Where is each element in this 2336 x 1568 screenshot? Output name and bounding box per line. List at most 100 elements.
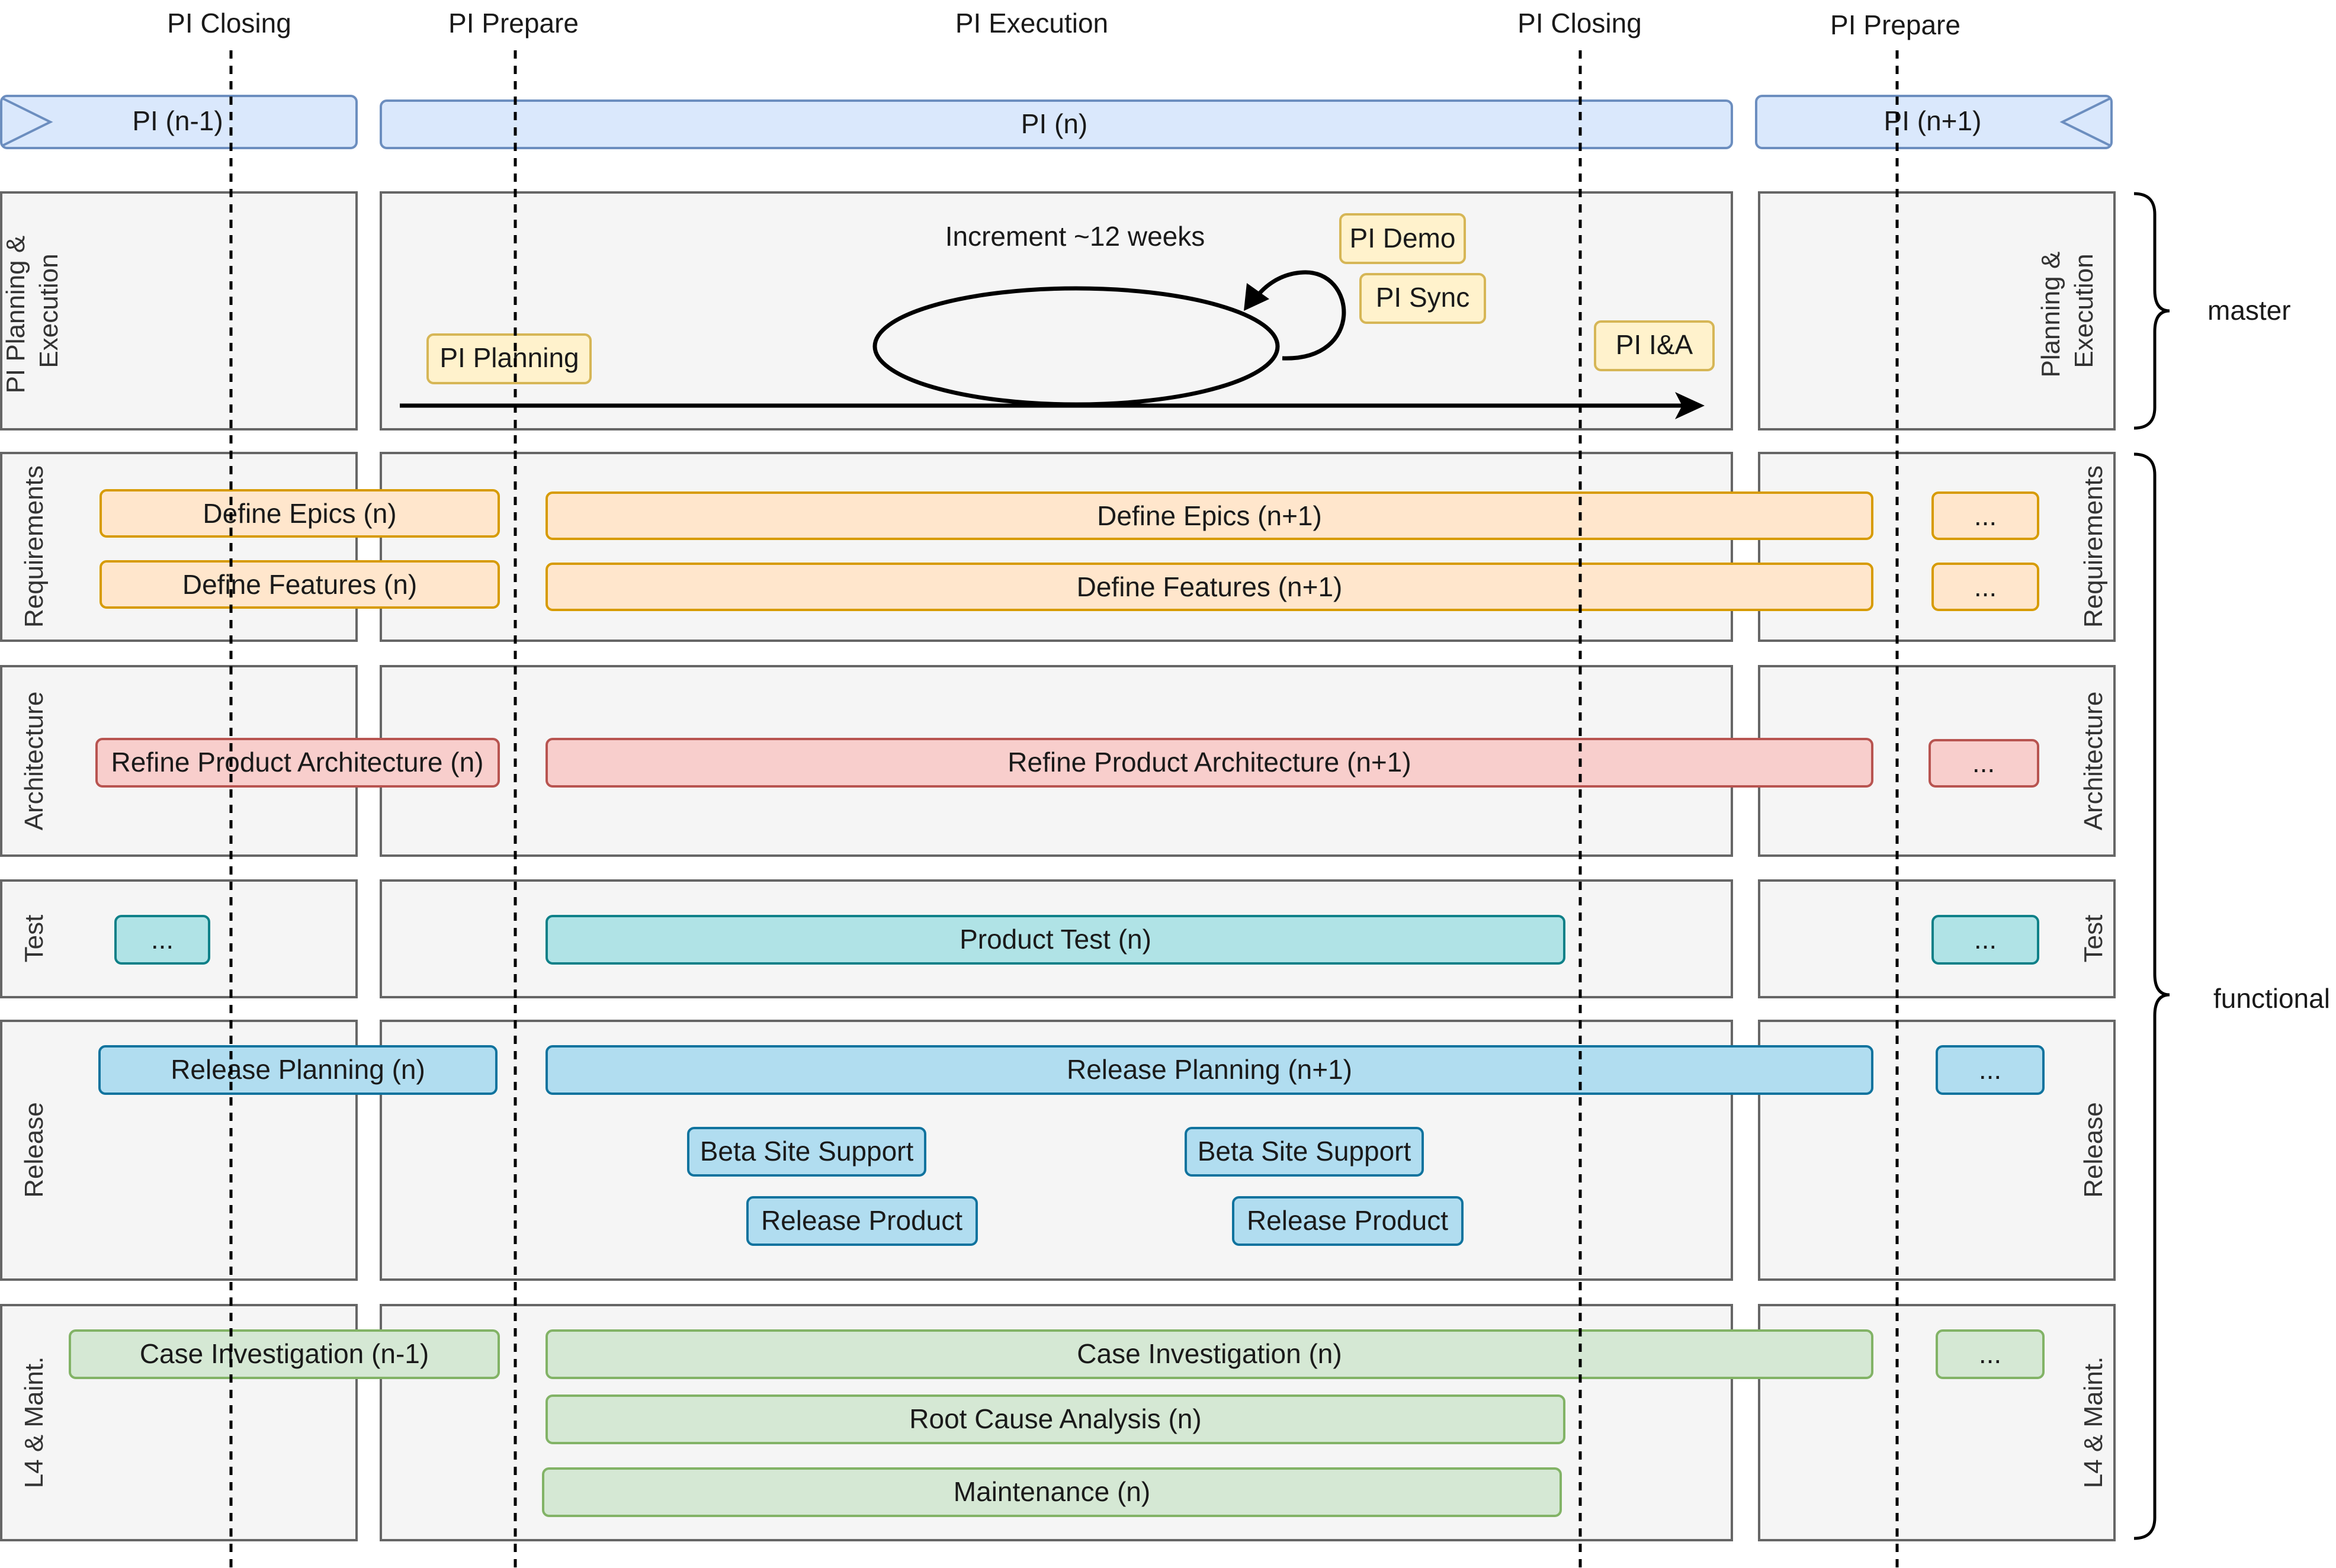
- task-label-release-planning-more: ...: [1979, 1054, 2001, 1085]
- task-define-features-n1[interactable]: [546, 563, 1873, 611]
- task-define-epics-n1[interactable]: [546, 491, 1873, 540]
- increment-start-marker: [2, 97, 53, 147]
- task-test-prev[interactable]: [114, 915, 210, 965]
- maintenance-tasks: [69, 1329, 2045, 1517]
- task-label-maintenance-n: Maintenance (n): [954, 1476, 1150, 1507]
- lane-label-planning-right: Planning & Execution: [2036, 244, 2098, 377]
- release-task-labels: Release Planning (n) Release Planning (n…: [171, 1054, 2001, 1236]
- lane-requirements-col-current: [380, 452, 1733, 642]
- task-define-features-more[interactable]: [1931, 563, 2039, 611]
- lane-planning-col-current: [380, 191, 1733, 430]
- task-case-investigation-n-1[interactable]: [69, 1329, 500, 1379]
- task-label-define-features-n1: Define Features (n+1): [1077, 571, 1343, 602]
- task-label-test-more: ...: [1974, 924, 1997, 955]
- task-label-define-features-n: Define Features (n): [182, 569, 417, 600]
- requirements-tasks: [100, 489, 2039, 611]
- event-pi-planning[interactable]: [426, 333, 592, 384]
- task-label-define-epics-n: Define Epics (n): [203, 498, 396, 529]
- task-label-case-investigation-n: Case Investigation (n): [1077, 1338, 1342, 1369]
- architecture-task-labels: Refine Product Architecture (n) Refine P…: [111, 747, 1995, 778]
- event-label-pi-sync: PI Sync: [1376, 282, 1470, 313]
- iteration-loop-arrow: [1249, 270, 1346, 361]
- phase-headers: PI Closing PI Prepare PI Execution PI Cl…: [167, 8, 1960, 40]
- brace-functional: [2133, 452, 2170, 1540]
- task-label-product-test-n: Product Test (n): [960, 924, 1151, 955]
- timeline-arrowhead: [1675, 392, 1705, 419]
- event-label-pi-planning: PI Planning: [439, 342, 579, 373]
- lane-label-test-right: Test: [2079, 915, 2108, 963]
- task-define-epics-n[interactable]: [100, 489, 500, 538]
- task-refine-arch-n1[interactable]: [546, 738, 1873, 788]
- lane-requirements-col-next: [1758, 452, 2116, 642]
- task-label-root-cause-analysis-n: Root Cause Analysis (n): [909, 1403, 1201, 1434]
- task-refine-arch-n[interactable]: [95, 738, 500, 788]
- lane-labels-left: PI Planning & Execution Requirements Arc…: [1, 236, 63, 1488]
- increment-duration-label: Increment ~12 weeks: [945, 221, 1205, 252]
- task-label-refine-arch-more: ...: [1972, 747, 1995, 778]
- maintenance-task-labels: Case Investigation (n-1) Case Investigat…: [140, 1338, 2001, 1507]
- task-refine-arch-more[interactable]: [1929, 739, 2039, 788]
- task-define-features-n[interactable]: [100, 560, 500, 609]
- group-label-master: master: [2207, 295, 2291, 326]
- event-label-pi-ia: PI I&A: [1616, 329, 1693, 360]
- task-release-planning-n[interactable]: [98, 1045, 498, 1095]
- task-label-refine-arch-n: Refine Product Architecture (n): [111, 747, 484, 777]
- lane-label-architecture-left: Architecture: [20, 692, 49, 831]
- task-label-release-product-2: Release Product: [1247, 1205, 1448, 1236]
- task-label-case-investigation-more: ...: [1979, 1338, 2001, 1369]
- lane-label-maintenance-right: L4 & Maint.: [2079, 1357, 2108, 1489]
- increment-bar-next[interactable]: [1755, 95, 2113, 149]
- task-beta-site-support-1[interactable]: [687, 1127, 926, 1177]
- increment-label-current: PI (n): [1021, 108, 1087, 139]
- group-labels: master functional: [2207, 295, 2330, 1014]
- lane-label-requirements-right: Requirements: [2079, 465, 2108, 628]
- increment-bar-prev[interactable]: [0, 95, 358, 149]
- increment-bar-current[interactable]: [380, 99, 1733, 149]
- task-label-define-epics-n1: Define Epics (n+1): [1097, 500, 1322, 531]
- task-case-investigation-more[interactable]: [1936, 1329, 2045, 1379]
- task-label-test-prev: ...: [151, 924, 174, 955]
- lane-label-requirements-left: Requirements: [20, 465, 49, 628]
- task-label-case-investigation-n-1: Case Investigation (n-1): [140, 1338, 429, 1369]
- lane-planning-col-next: [1758, 191, 2116, 430]
- task-maintenance-n[interactable]: [542, 1467, 1562, 1517]
- task-release-product-2[interactable]: [1232, 1196, 1464, 1246]
- lane-labels-right: Planning & Execution Requirements Archit…: [2036, 244, 2108, 1489]
- task-beta-site-support-2[interactable]: [1185, 1127, 1424, 1177]
- group-label-functional: functional: [2213, 983, 2330, 1014]
- increment-end-marker: [2059, 97, 2111, 147]
- event-label-pi-demo: PI Demo: [1350, 223, 1456, 253]
- task-label-refine-arch-n1: Refine Product Architecture (n+1): [1007, 747, 1411, 777]
- task-label-release-planning-n: Release Planning (n): [171, 1054, 425, 1085]
- release-tasks: [98, 1045, 2045, 1246]
- architecture-tasks: [95, 738, 2039, 788]
- lane-label-release-right: Release: [2079, 1102, 2108, 1197]
- phase-label-pi-closing-1: PI Closing: [167, 8, 291, 38]
- lane-requirements-col-prev: [0, 452, 358, 642]
- task-root-cause-analysis-n[interactable]: [546, 1395, 1565, 1444]
- task-label-define-features-more: ...: [1974, 571, 1997, 602]
- lane-label-test-left: Test: [20, 915, 49, 963]
- planning-lane-content: Increment ~12 weeks PI Planning PI Demo …: [400, 213, 1715, 419]
- task-label-beta-site-support-2: Beta Site Support: [1198, 1136, 1411, 1167]
- brace-master: [2133, 192, 2170, 430]
- increment-bars: PI (n-1) PI (n) PI (n+1): [0, 95, 2113, 149]
- task-case-investigation-n[interactable]: [546, 1329, 1873, 1379]
- task-product-test-n[interactable]: [546, 915, 1565, 965]
- event-pi-demo[interactable]: [1339, 213, 1466, 264]
- increment-label-prev: PI (n-1): [132, 105, 223, 136]
- requirements-task-labels: Define Epics (n) Define Epics (n+1) ... …: [182, 498, 1997, 602]
- task-define-epics-more[interactable]: [1931, 491, 2039, 540]
- increment-label-next: PI (n+1): [1884, 105, 1982, 136]
- test-tasks: [114, 915, 2039, 965]
- task-release-product-1[interactable]: [746, 1196, 978, 1246]
- task-release-planning-more[interactable]: [1936, 1045, 2045, 1095]
- task-release-planning-n1[interactable]: [546, 1045, 1873, 1095]
- event-pi-sync[interactable]: [1359, 273, 1486, 324]
- task-test-more[interactable]: [1931, 915, 2039, 965]
- lane-label-release-left: Release: [20, 1102, 49, 1197]
- event-pi-ia[interactable]: [1594, 320, 1715, 371]
- task-label-beta-site-support-1: Beta Site Support: [700, 1136, 914, 1167]
